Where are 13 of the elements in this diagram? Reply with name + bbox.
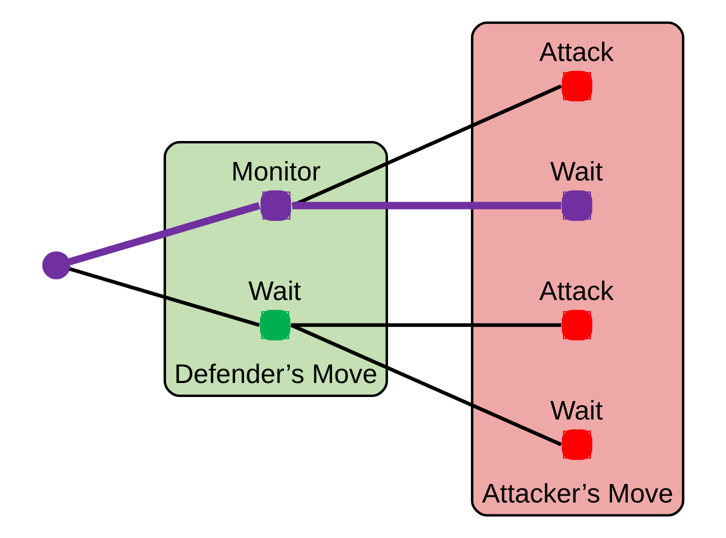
connector <box>290 323 562 446</box>
connector <box>292 202 562 210</box>
connector <box>291 323 562 327</box>
connector <box>69 267 260 327</box>
node-label: Attack <box>539 37 614 68</box>
connector <box>68 202 260 266</box>
connector <box>292 84 562 208</box>
node-label: Wait <box>550 156 603 187</box>
node-label: Wait <box>550 396 603 426</box>
node-label: Monitor <box>231 156 321 187</box>
node-label: Wait <box>248 276 302 306</box>
node-circle <box>42 251 70 280</box>
node-label: Attack <box>539 276 614 306</box>
